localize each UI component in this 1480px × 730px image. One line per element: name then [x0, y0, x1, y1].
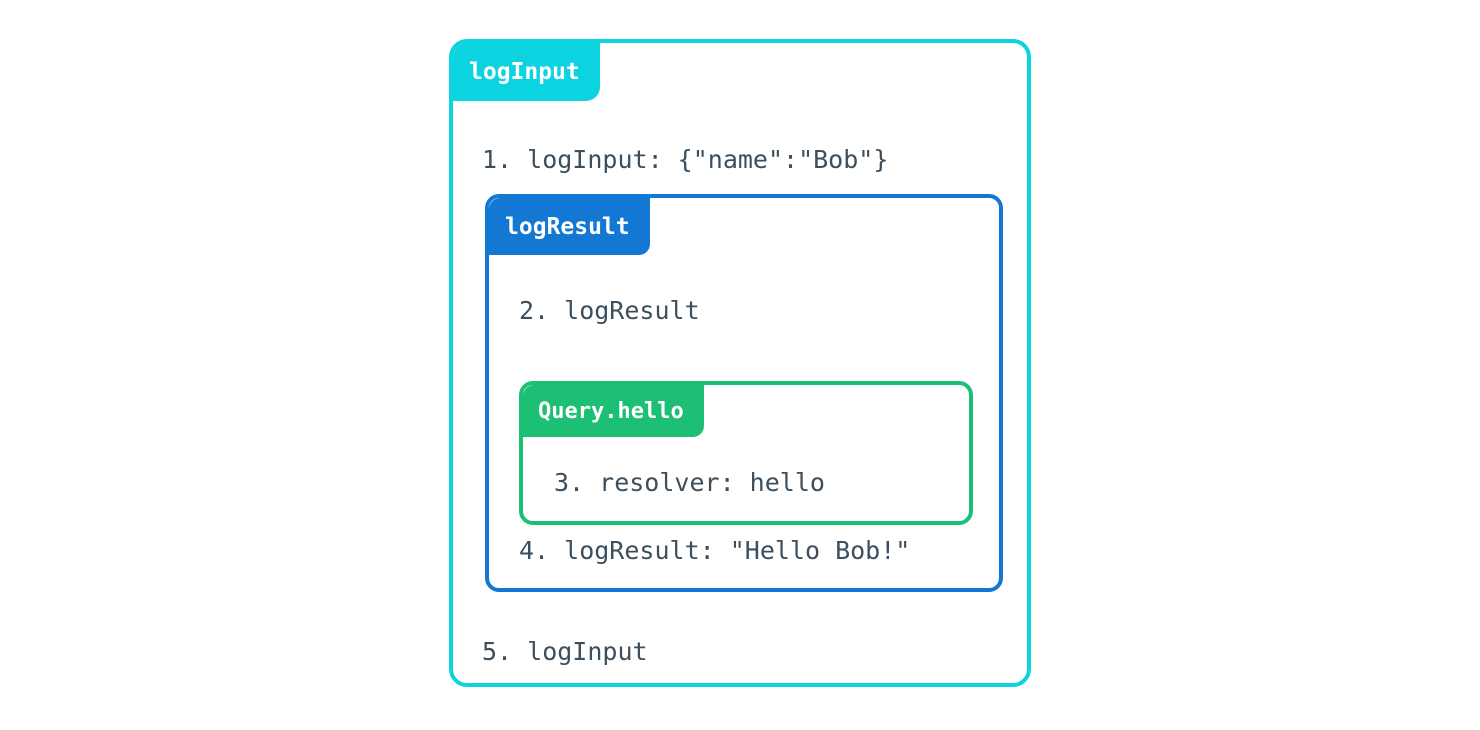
trace-tab-queryhello-label: Query.hello: [538, 398, 684, 424]
trace-box-logresult: logResult 2. logResult Query.hello 3. re…: [485, 194, 1003, 592]
trace-tab-queryhello: Query.hello: [523, 385, 704, 437]
trace-line-3: 3. resolver: hello: [554, 468, 825, 497]
trace-tab-loginput-label: logInput: [469, 59, 580, 85]
trace-tab-logresult-label: logResult: [505, 213, 630, 240]
trace-tab-logresult: logResult: [489, 198, 650, 255]
trace-line-4: 4. logResult: "Hello Bob!": [519, 536, 911, 565]
trace-line-2: 2. logResult: [519, 296, 700, 325]
trace-box-loginput: logInput 1. logInput: {"name":"Bob"} log…: [449, 39, 1031, 687]
trace-line-1: 1. logInput: {"name":"Bob"}: [482, 145, 889, 174]
trace-line-5: 5. logInput: [482, 637, 648, 666]
trace-tab-loginput: logInput: [453, 43, 600, 101]
trace-box-queryhello: Query.hello 3. resolver: hello: [519, 381, 973, 525]
